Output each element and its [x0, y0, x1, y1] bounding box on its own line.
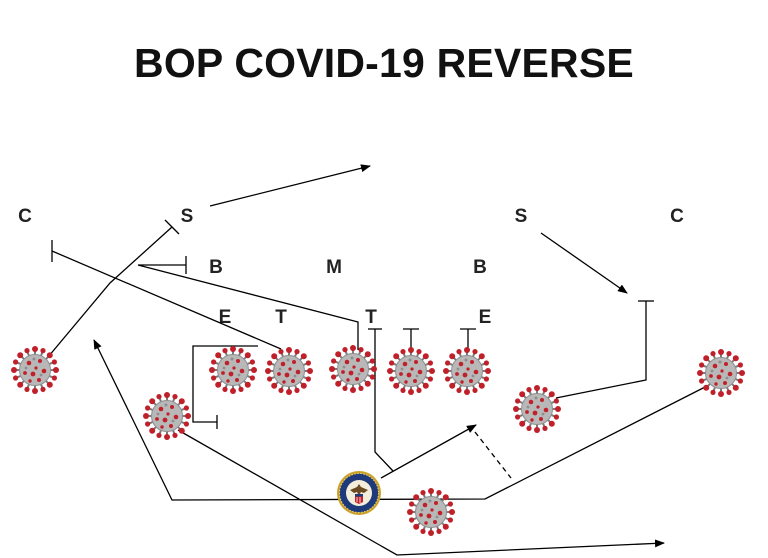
coronavirus-icon — [512, 384, 562, 434]
coronavirus-icon — [264, 346, 314, 396]
defender-s-right: S — [514, 206, 528, 227]
coronavirus-icon — [328, 344, 378, 394]
defender-e-right: E — [478, 307, 492, 328]
coronavirus-icon — [442, 346, 492, 396]
offense — [10, 344, 746, 537]
coronavirus-icon — [386, 346, 436, 396]
page-title: BOP COVID-19 REVERSE — [134, 40, 634, 86]
route-lines — [37, 164, 710, 556]
defender-b-right: B — [473, 257, 487, 278]
coronavirus-icon — [696, 348, 746, 398]
defender-c-left: C — [18, 206, 32, 227]
defender-s-left: S — [180, 206, 194, 227]
doj-seal-icon — [337, 471, 381, 515]
coronavirus-icon — [142, 391, 192, 441]
coronavirus-icon — [208, 345, 258, 395]
defender-c-right: C — [670, 206, 684, 227]
defender-m: M — [326, 257, 342, 278]
coronavirus-icon — [10, 345, 60, 395]
defender-t-right: T — [365, 307, 377, 328]
defender-b-left: B — [209, 257, 223, 278]
defender-e-left: E — [218, 307, 232, 328]
defender-t-left: T — [275, 307, 287, 328]
coronavirus-icon — [406, 487, 456, 537]
